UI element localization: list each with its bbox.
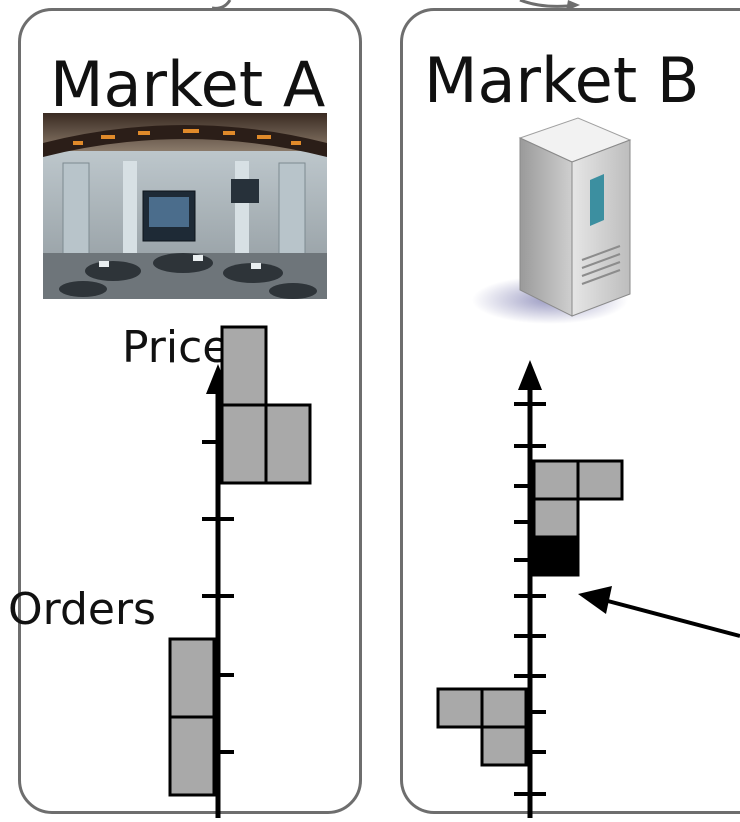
price-label: Price <box>122 322 230 373</box>
server-tower-icon <box>472 117 632 324</box>
sell-order-box <box>576 459 624 501</box>
orders-label: Orders <box>8 584 156 635</box>
buy-order-box <box>168 715 216 797</box>
market-a-title: Market A <box>50 48 326 121</box>
market-b-title: Market B <box>424 44 700 117</box>
trading-floor-photo <box>43 113 327 299</box>
sell-order-box <box>220 325 268 407</box>
buy-order-box <box>480 725 528 767</box>
highlighted-order-box <box>532 535 580 577</box>
price-axis-arrowhead <box>518 360 542 390</box>
buy-order-box <box>436 687 484 729</box>
sell-order-box <box>532 497 580 539</box>
sell-order-box <box>220 403 268 485</box>
sell-order-box <box>264 403 312 485</box>
